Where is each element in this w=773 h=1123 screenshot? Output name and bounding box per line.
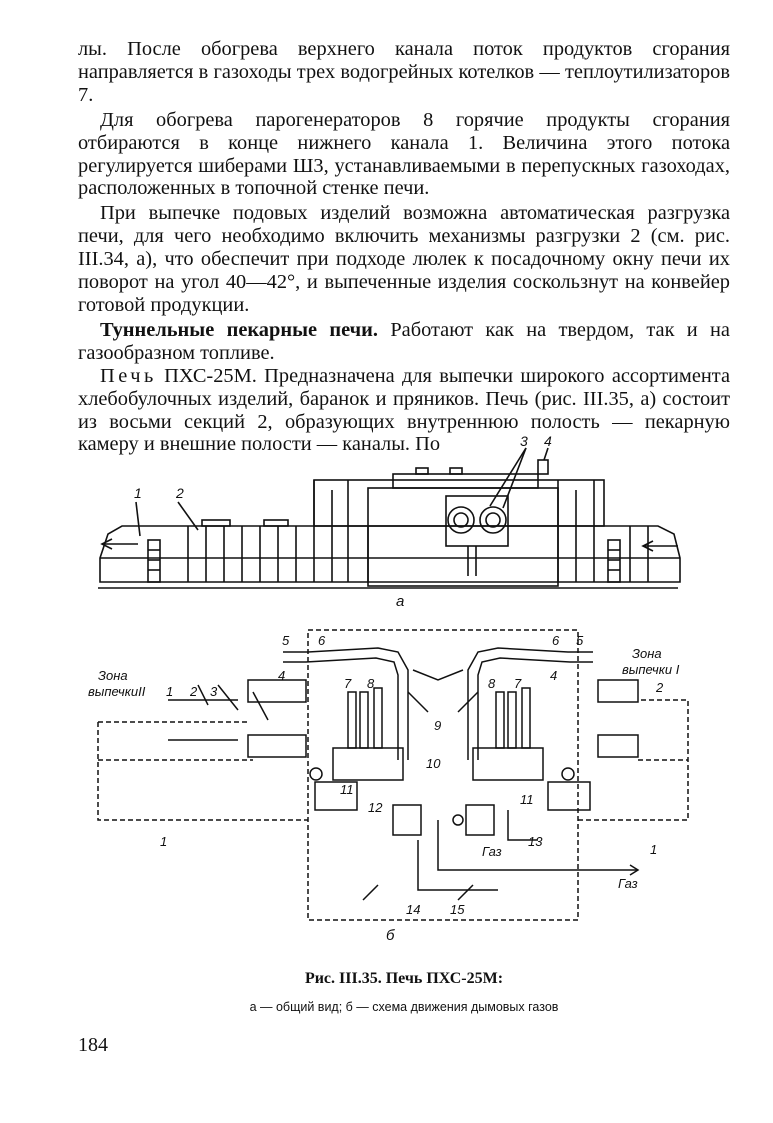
- label-7: 7: [514, 676, 522, 691]
- paragraph: Для обогрева парогенераторов 8 горячие п…: [78, 108, 730, 200]
- paragraph: Туннельные пекарные печи. Работают как н…: [78, 319, 730, 365]
- figure-caption-subtitle: а — общий вид; б — схема движения дымовы…: [249, 1000, 559, 1014]
- label-6: 6: [318, 633, 326, 648]
- label-zone-1-name: выпечки I: [622, 662, 680, 677]
- paragraph: лы. После обогрева верхнего канала поток…: [78, 38, 730, 106]
- label-14: 14: [406, 902, 420, 917]
- spaced-word: Печь: [100, 364, 157, 387]
- label-2: 2: [189, 684, 198, 699]
- label-6: 6: [552, 633, 560, 648]
- label-gas: Газ: [618, 876, 638, 891]
- label-4: 4: [544, 433, 552, 449]
- label-gas: Газ: [482, 844, 502, 859]
- label-4: 4: [550, 668, 557, 683]
- label-12: 12: [368, 800, 383, 815]
- label-5: 5: [282, 633, 290, 648]
- label-2: 2: [655, 680, 664, 695]
- label-1: 1: [160, 834, 167, 849]
- figure-oven-pkhs-25m: 1 2 3 4 а: [88, 433, 689, 944]
- figure-caption-title: Рис. III.35. Печь ПХС-25М:: [304, 970, 504, 987]
- flue-gas-scheme: [97, 629, 689, 921]
- label-3: 3: [520, 433, 528, 449]
- label-11: 11: [520, 792, 534, 807]
- subfigure-label-a: а: [396, 593, 404, 610]
- label-zone-1: Зона: [632, 646, 662, 661]
- label-15: 15: [450, 902, 465, 917]
- body-text: лы. После обогрева верхнего канала поток…: [78, 38, 730, 456]
- section-heading: Туннельные пекарные печи.: [100, 318, 379, 341]
- label-11: 11: [340, 782, 354, 797]
- label-10: 10: [426, 756, 441, 771]
- label-1: 1: [134, 485, 142, 501]
- label-1: 1: [166, 684, 173, 699]
- label-1: 1: [650, 842, 657, 857]
- label-7: 7: [344, 676, 352, 691]
- paragraph: При выпечке подовых изделий возможна авт…: [78, 202, 730, 316]
- oven-general-view: [98, 447, 681, 589]
- paragraph-text: Работают как на твердом, так и на газооб…: [78, 318, 730, 364]
- label-zone-2-name: выпечкиII: [88, 684, 146, 699]
- label-2: 2: [175, 485, 184, 501]
- label-zone-2: Зона: [98, 668, 128, 683]
- paragraph-text: ПХС-25М. Предназначена для выпечки широк…: [78, 364, 730, 456]
- label-3: 3: [210, 684, 218, 699]
- page-number: 184: [78, 1034, 108, 1056]
- label-4: 4: [278, 668, 285, 683]
- label-13: 13: [528, 834, 543, 849]
- paragraph: Печь ПХС-25М. Предназначена для выпечки …: [78, 365, 730, 457]
- label-9: 9: [434, 718, 441, 733]
- label-8: 8: [488, 676, 496, 691]
- label-5: 5: [576, 633, 584, 648]
- subfigure-label-b: б: [386, 927, 395, 944]
- label-8: 8: [367, 676, 375, 691]
